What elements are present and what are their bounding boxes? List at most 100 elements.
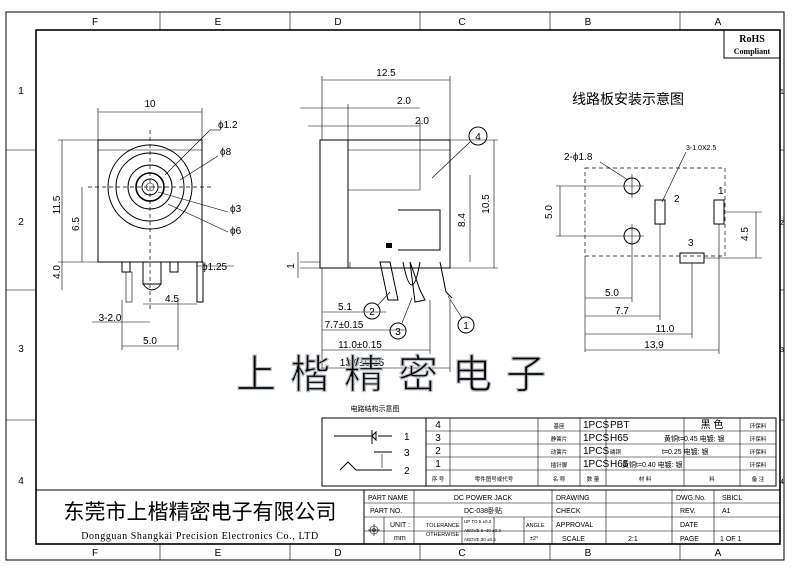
dwg-value: SBICL: [722, 495, 742, 502]
svg-text:H65: H65: [610, 459, 629, 470]
pcb-outline: [584, 167, 726, 257]
pcb-dim-h: 5.0: [544, 205, 555, 219]
svg-text:黄铜t=0.40 电镀: 银: 黄铜t=0.40 电镀: 银: [622, 460, 683, 469]
page-value: 1 OF 1: [720, 536, 742, 543]
col-label-top: D: [334, 17, 341, 28]
pcb-slot-3: [679, 252, 705, 264]
angle-value: ±2°: [530, 536, 538, 542]
svg-text:环保料: 环保料: [750, 461, 767, 469]
svg-text:环保料: 环保料: [750, 435, 767, 443]
title-block: 东莞市上楷精密电子有限公司 Dongguan Shangkai Precisio…: [36, 489, 780, 544]
pcb-slots-label: 3-1.0X2.5: [686, 145, 716, 152]
svg-text:4: 4: [435, 420, 441, 431]
row-label-right: 1: [780, 89, 784, 96]
rohs-text: RoHS: [739, 34, 765, 45]
part-no-label: PART NO.: [370, 508, 402, 515]
drawing-label: DRAWING: [556, 495, 590, 502]
otherwise-label: OTHERWISE: [426, 532, 460, 538]
row-label-right: 4: [780, 479, 784, 486]
col-label-top: E: [215, 17, 222, 28]
svg-text:动簧片: 动簧片: [551, 448, 568, 456]
bom-header: 序 号 零件图号或代号 名 称 数 量 材 料 料 备 注: [432, 475, 765, 483]
rev-label: REV.: [680, 508, 696, 515]
pcb-pin1: 1: [718, 186, 724, 197]
scale-value: 2:1: [628, 536, 638, 543]
col-label-bottom: D: [334, 548, 341, 559]
svg-text:1: 1: [435, 459, 441, 470]
dim-d8: ϕ8: [220, 147, 232, 158]
svg-text:黄铜t=0.45 电镀: 银: 黄铜t=0.45 电镀: 银: [664, 434, 725, 443]
part-name-label: PART NAME: [368, 495, 408, 502]
schematic: 电路结构示意图 1 3 2: [321, 404, 427, 487]
tolerance-label: TOLERANCE: [426, 523, 460, 529]
svg-text:PBT: PBT: [610, 420, 629, 431]
svg-text:环保料: 环保料: [750, 422, 767, 430]
col-label-bottom: A: [715, 548, 722, 559]
compliant-text: Compliant: [734, 47, 771, 56]
col-label-top: B: [585, 17, 592, 28]
col-label-bottom: E: [215, 548, 222, 559]
pcb-title: 线路板安装示意图: [572, 91, 684, 107]
svg-text:静簧片: 静簧片: [551, 435, 568, 443]
dim-base: 5.0: [143, 336, 157, 347]
svg-text:4: 4: [475, 132, 481, 143]
dim-side-top1: 2.0: [397, 96, 411, 107]
company-name-cn: 东莞市上楷精密电子有限公司: [64, 500, 337, 524]
svg-text:零件图号或代号: 零件图号或代号: [475, 475, 514, 483]
pcb-dim-r: 4.5: [740, 227, 751, 241]
svg-text:备 注: 备 注: [752, 475, 765, 483]
date-label: DATE: [680, 522, 698, 529]
marker-3: [389, 322, 407, 340]
pcb-dim-d2: 7.7: [615, 306, 629, 317]
col-label-top: C: [458, 17, 465, 28]
svg-text:黑 色: 黑 色: [701, 418, 724, 431]
svg-text:1: 1: [463, 321, 469, 332]
dim-front-low: 4.0: [52, 265, 63, 279]
bom-row: 3 静簧片 1PCS H65 黄铜t=0.45 电镀: 银 环保料: [435, 433, 767, 444]
svg-text:1PCS: 1PCS: [583, 420, 609, 431]
svg-text:名 称: 名 称: [553, 475, 566, 483]
pcb-pin2: 2: [674, 194, 680, 205]
svg-text:材 料: 材 料: [639, 475, 652, 483]
schematic-title: 电路结构示意图: [351, 404, 400, 413]
rev-value: A1: [722, 508, 731, 515]
dim-front-width: 10: [144, 99, 156, 110]
pcb-slot-1: [713, 199, 725, 225]
row-label-right: 2: [780, 220, 784, 227]
svg-text:数 量: 数 量: [587, 475, 600, 483]
svg-text:3: 3: [435, 433, 441, 444]
inner-frame: [35, 29, 781, 545]
row-label-left: 4: [18, 476, 24, 487]
col-label-bottom: C: [458, 548, 465, 559]
watermark: 上楷精密电子: [236, 353, 560, 397]
dim-side-d2: 7.7±0.15: [325, 320, 364, 331]
svg-text:H65: H65: [610, 433, 629, 444]
svg-text:1PCS: 1PCS: [583, 446, 609, 457]
pcb-dim-d4: 13,9: [644, 340, 664, 351]
dim-side-d3: 11.0±0.15: [338, 340, 382, 351]
marker-4: [468, 126, 488, 146]
schematic-pin: 3: [404, 448, 410, 459]
svg-text:3: 3: [395, 327, 401, 338]
bom-row: 1 插针脚 1PCS H65 黄铜t=0.40 电镀: 银 环保料: [435, 459, 767, 470]
schematic-pin: 1: [404, 432, 410, 443]
pcb-pin3: 3: [688, 238, 694, 249]
company-name-en: Dongguan Shangkai Precision Electronics …: [81, 531, 319, 542]
tol-row: UP TO 5 ±0.2: [464, 519, 492, 524]
side-view: 12.5 2.0 2.0 10.5 8.4 1 5.1 7.7±0.15 11.…: [286, 68, 498, 372]
projection-symbol: [368, 524, 380, 536]
svg-text:料: 料: [709, 475, 715, 483]
part-name-value: DC POWER JACK: [454, 495, 513, 502]
outer-frame: [5, 11, 785, 561]
marker-2: [363, 302, 381, 320]
col-label-bottom: B: [585, 548, 592, 559]
svg-text:环保料: 环保料: [750, 448, 767, 456]
dim-pitch: 4.5: [165, 294, 179, 305]
bom-row: 4 基座 1PCS PBT 黑 色 环保料: [435, 418, 767, 431]
side-body: [319, 139, 451, 269]
dim-side-gap: 1: [286, 263, 297, 269]
approval-label: APPROVAL: [556, 522, 593, 529]
svg-text:插针脚: 插针脚: [551, 461, 568, 469]
